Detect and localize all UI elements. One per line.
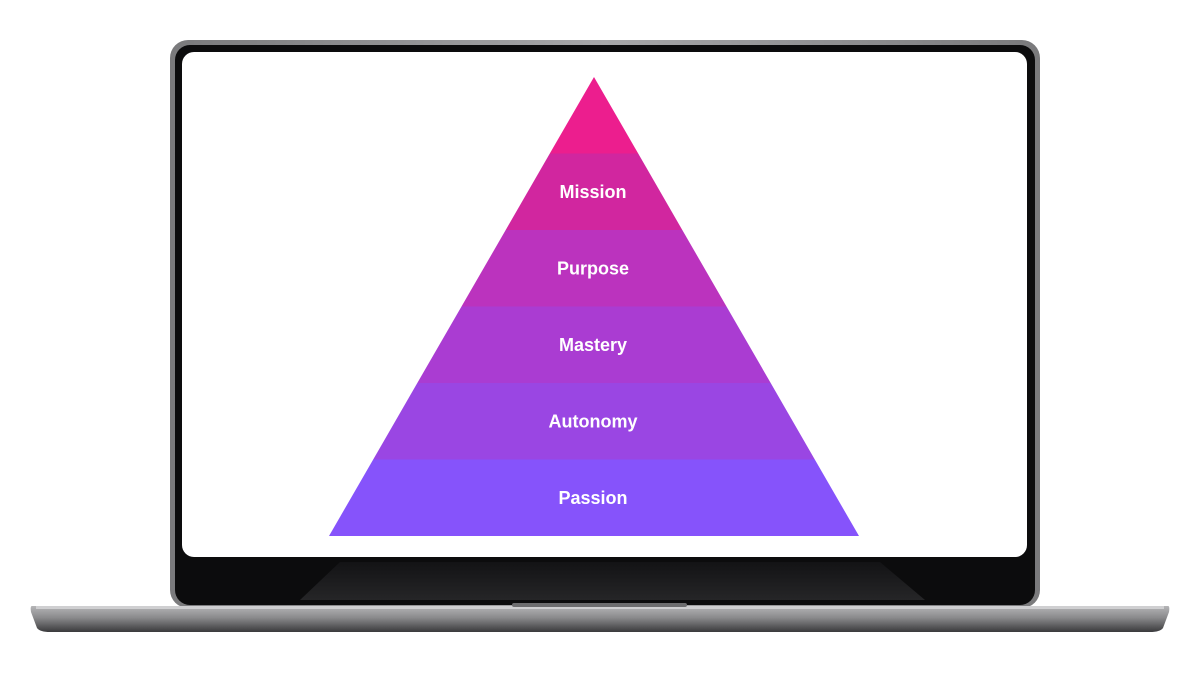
pyramid-tier-1 [505,153,683,230]
pyramid-tier-label-passion: Passion [558,488,627,508]
pyramid-tier-2 [461,230,727,307]
pyramid-tier-label-mastery: Mastery [559,335,627,355]
pyramid-tier-label-purpose: Purpose [557,258,629,278]
pyramid-tier-4 [373,383,815,460]
laptop-notch [512,603,687,607]
laptop-base [30,606,1170,632]
pyramid-tier-label-mission: Mission [559,182,626,202]
laptop-base-highlight [36,606,1164,609]
pyramid-tier-5 [329,459,859,536]
pyramid-tier-label-autonomy: Autonomy [549,411,638,431]
keyboard-reflection [300,562,925,600]
pyramid-tier-3 [417,306,771,383]
pyramid-tier-0 [549,77,639,154]
